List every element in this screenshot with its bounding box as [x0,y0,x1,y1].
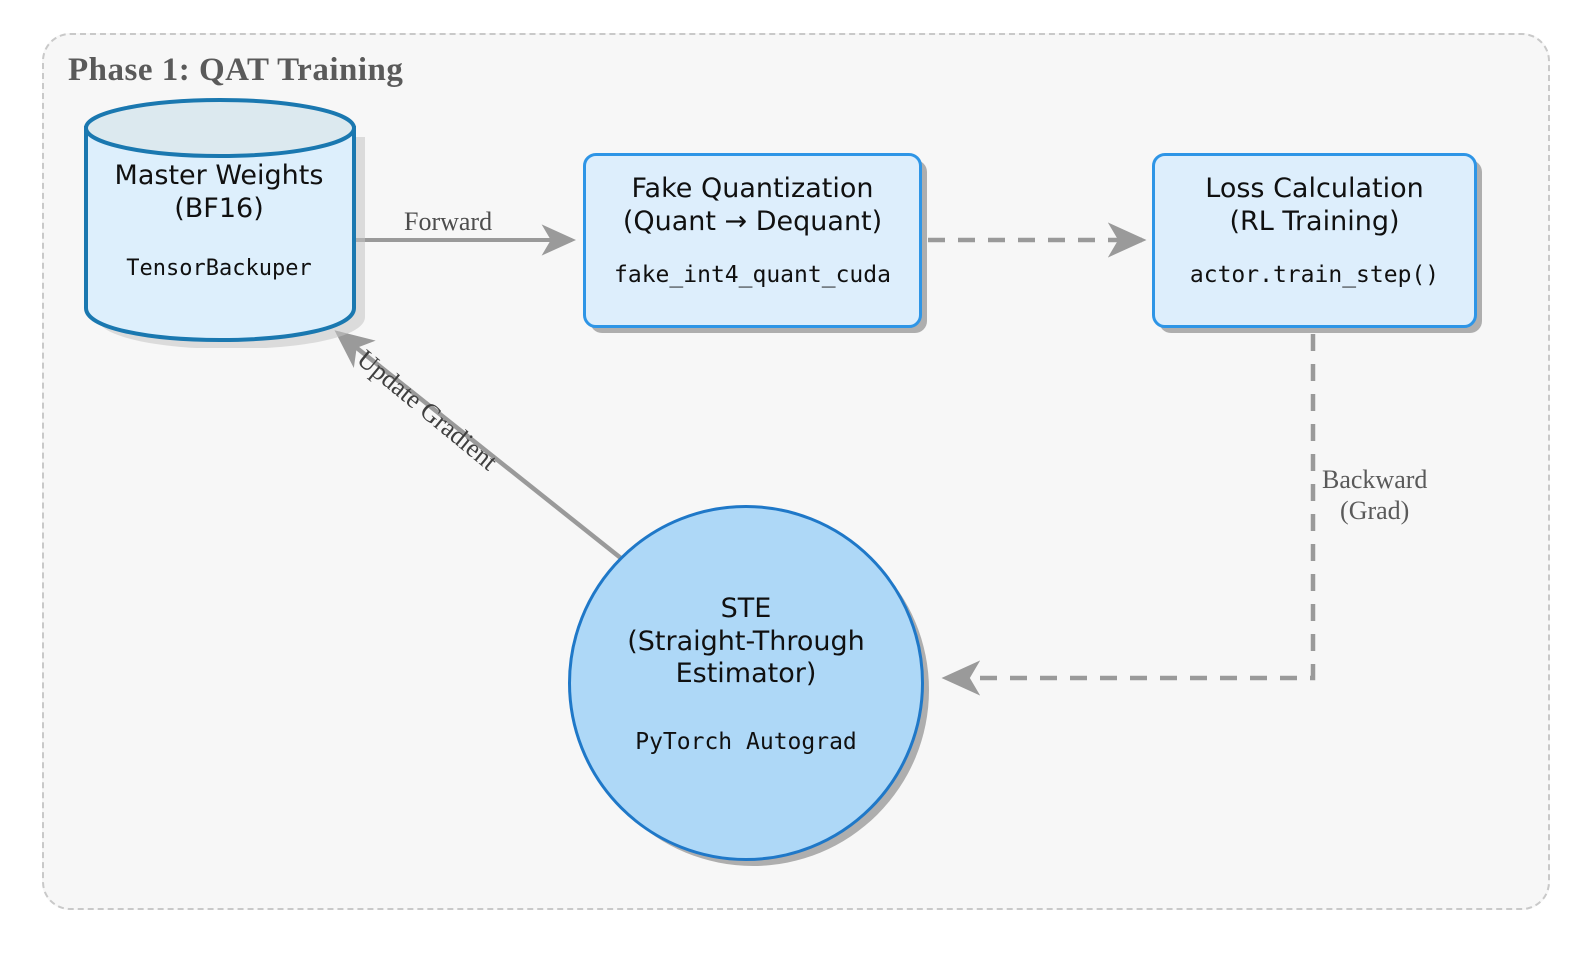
node-loss-calculation-code: actor.train_step() [1189,261,1440,288]
cylinder-shape [84,98,365,348]
node-fake-quantization[interactable]: Fake Quantization (Quant → Dequant) fake… [583,153,922,328]
node-master-weights-code: TensorBackuper [126,255,312,281]
node-master-weights-title: Master Weights (BF16) [114,160,324,224]
edge-label-forward: Forward [404,207,493,236]
node-ste-title: STE (Straight-Through Estimator) [627,592,865,690]
page-title: Phase 1: QAT Training [68,52,404,88]
edge-label-backward-grad: Backward (Grad) [1322,465,1428,525]
node-ste[interactable]: STE (Straight-Through Estimator) PyTorch… [568,505,924,861]
node-loss-calculation[interactable]: Loss Calculation (RL Training) actor.tra… [1152,153,1477,328]
node-master-weights-content: Master Weights (BF16) TensorBackuper [84,160,354,281]
node-fake-quantization-title: Fake Quantization (Quant → Dequant) [622,173,883,237]
node-master-weights[interactable]: Master Weights (BF16) TensorBackuper [84,98,365,348]
node-fake-quantization-code: fake_int4_quant_cuda [614,261,891,288]
node-ste-code: PyTorch Autograd [635,729,857,756]
node-loss-calculation-title: Loss Calculation (RL Training) [1205,173,1424,237]
